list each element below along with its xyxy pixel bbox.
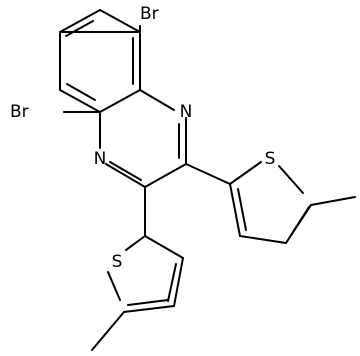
bond: [105, 163, 146, 188]
bond: [99, 9, 141, 33]
bond: [167, 263, 177, 302]
atom-br-left: Br: [10, 102, 29, 122]
bond: [59, 89, 101, 113]
bond: [139, 89, 175, 111]
bond: [173, 257, 184, 307]
bond: [125, 235, 146, 251]
bond: [237, 188, 247, 231]
atom-s-right: S: [265, 149, 276, 169]
atom-labels: Br Br N N S S: [10, 4, 275, 272]
bond: [290, 206, 310, 236]
bond: [66, 83, 96, 101]
bond: [127, 299, 169, 306]
bond: [310, 196, 356, 206]
atom-n-upper: N: [180, 102, 193, 122]
bond: [99, 89, 141, 113]
bond: [107, 271, 121, 301]
bonds: [59, 9, 356, 351]
atom-s-lower: S: [112, 252, 123, 272]
bond: [144, 163, 187, 188]
bond: [229, 161, 262, 185]
bond: [123, 305, 175, 313]
atom-n-lower: N: [94, 149, 107, 169]
bond: [144, 235, 184, 259]
bond: [65, 20, 94, 37]
bond: [91, 311, 125, 351]
atom-br-top: Br: [140, 4, 159, 24]
bond: [278, 165, 304, 194]
bond: [229, 183, 241, 237]
bond: [239, 235, 287, 244]
bond: [109, 161, 142, 181]
bond: [59, 9, 101, 33]
bond: [185, 163, 231, 185]
